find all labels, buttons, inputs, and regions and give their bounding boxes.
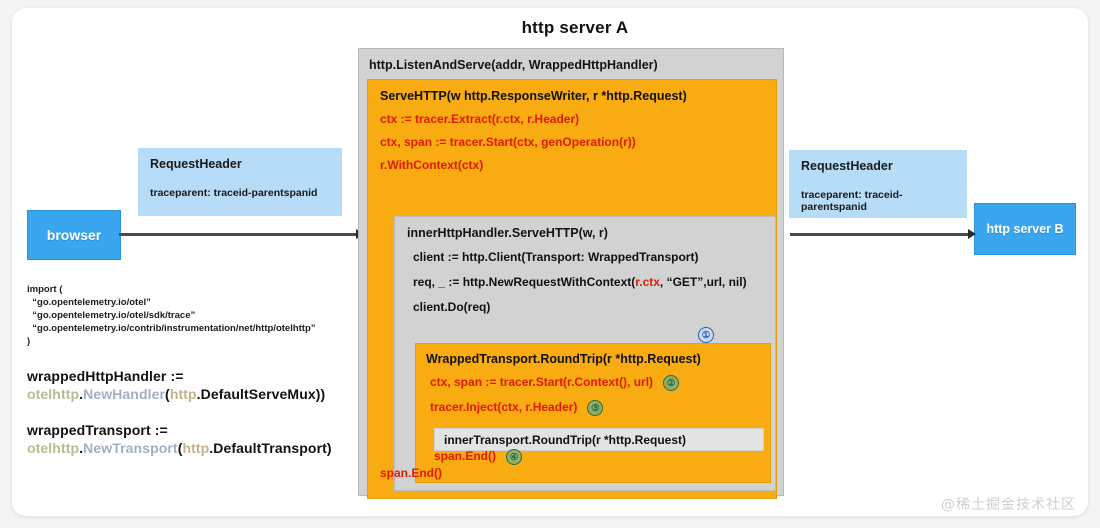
marker-1-icon: ①: [698, 327, 714, 343]
transport-arg-name: DefaultTransport: [213, 440, 327, 456]
handler-arg-pkg: http: [169, 386, 197, 402]
import-line-1: “go.opentelemetry.io/otel”: [27, 297, 151, 308]
transport-pkg-token: otelhttp: [27, 440, 80, 456]
wrapped-transport-call: otelhttp.NewTransport(http.DefaultTransp…: [27, 440, 357, 456]
inner-handler-line-client: client := http.Client(Transport: Wrapped…: [413, 250, 699, 264]
newrequest-prefix: req, _ := http.NewRequestWithContext(: [413, 275, 636, 289]
import-line-2: “go.opentelemetry.io/otel/sdk/trace”: [27, 310, 196, 321]
listen-and-serve-label: http.ListenAndServe(addr, WrappedHttpHan…: [369, 58, 658, 72]
marker-4-icon: ④: [506, 449, 522, 465]
transport-dot1: .: [79, 440, 84, 456]
wrapped-transport-span-end-text: span.End(): [434, 449, 496, 464]
wrapped-transport-label: WrappedTransport.RoundTrip(r *http.Reque…: [426, 352, 701, 366]
handler-close-paren: )): [315, 386, 326, 402]
wrapped-transport-line-inject: tracer.Inject(ctx, r.Header) ③: [426, 400, 762, 416]
arrow-head-icon-2: [968, 229, 976, 239]
wrapped-transport-inject-text: tracer.Inject(ctx, r.Header): [430, 400, 578, 415]
transport-close-paren: ): [326, 440, 332, 456]
handler-open-paren: (: [165, 386, 170, 402]
inner-transport-label: innerTransport.RoundTrip(r *http.Request…: [444, 432, 686, 447]
request-header-traceparent-2: traceparent: traceid-parentspanid: [801, 189, 903, 213]
marker-3-icon: ③: [587, 400, 604, 416]
code-panel: import ( “go.opentelemetry.io/otel” “go.…: [27, 283, 357, 456]
node-browser[interactable]: browser: [27, 210, 121, 260]
wrapped-http-handler-name: wrappedHttpHandler :=: [27, 368, 184, 384]
page-title: http server A: [521, 18, 629, 37]
serve-http-line-extract: ctx := tracer.Extract(r.ctx, r.Header): [380, 112, 580, 126]
transport-dot2: .: [209, 440, 214, 456]
request-header-traceparent-1: traceparent: traceid-parentspanid: [150, 187, 318, 199]
inner-transport-box: innerTransport.RoundTrip(r *http.Request…: [434, 428, 764, 451]
node-http-server-b-label: http server B: [986, 222, 1064, 236]
serve-http-label: ServeHTTP(w http.ResponseWriter, r *http…: [380, 89, 687, 103]
serve-http-line-start: ctx, span := tracer.Start(ctx, genOperat…: [380, 135, 636, 149]
request-header-title-1: RequestHeader: [150, 157, 242, 171]
wrapped-transport-line-start: ctx, span := tracer.Start(r.Context(), u…: [426, 375, 762, 391]
wrapped-transport-box: WrappedTransport.RoundTrip(r *http.Reque…: [415, 343, 771, 483]
handler-dot2: .: [196, 386, 201, 402]
node-browser-label: browser: [46, 227, 102, 243]
request-header-box-1: RequestHeader traceparent: traceid-paren…: [138, 148, 342, 216]
import-line-3: “go.opentelemetry.io/contrib/instrumenta…: [27, 323, 316, 334]
newrequest-suffix: , “GET”,url, nil): [659, 275, 747, 289]
wrapped-transport-span-end: span.End() ④: [430, 449, 522, 465]
listen-and-serve-box: http.ListenAndServe(addr, WrappedHttpHan…: [358, 48, 784, 499]
wrapped-transport-name: wrappedTransport :=: [27, 422, 168, 438]
serve-http-box: ServeHTTP(w http.ResponseWriter, r *http…: [367, 79, 777, 499]
import-line-0: import (: [27, 284, 63, 295]
inner-handler-line-newrequest: req, _ := http.NewRequestWithContext(r.c…: [407, 275, 769, 289]
node-http-server-b[interactable]: http server B: [974, 203, 1076, 255]
wrapped-transport-start-text: ctx, span := tracer.Start(r.Context(), u…: [430, 375, 654, 390]
watermark: @稀土掘金技术社区: [941, 497, 1076, 513]
arrow-browser-to-server-a: [119, 233, 359, 236]
import-line-4: ): [27, 336, 31, 347]
inner-http-handler-label: innerHttpHandler.ServeHTTP(w, r): [407, 226, 608, 240]
wrapped-transport-decl: wrappedTransport := otelhttp.NewTranspor…: [27, 422, 357, 456]
newrequest-ctx-token: r.ctx: [635, 275, 660, 289]
wrapped-http-handler-decl: wrappedHttpHandler := otelhttp.NewHandle…: [27, 368, 357, 402]
wrapped-http-handler-call: otelhttp.NewHandler(http.DefaultServeMux…: [27, 386, 357, 402]
serve-http-line-withcontext: r.WithContext(ctx): [380, 158, 484, 172]
handler-arg-name: DefaultServeMux: [200, 386, 316, 402]
serve-http-span-end: span.End(): [380, 466, 442, 480]
request-header-title-2: RequestHeader: [801, 159, 893, 173]
handler-dot1: .: [79, 386, 84, 402]
transport-arg-pkg: http: [182, 440, 210, 456]
transport-fn-token: NewTransport: [83, 440, 178, 456]
inner-http-handler-box: innerHttpHandler.ServeHTTP(w, r) client …: [394, 216, 776, 491]
transport-open-paren: (: [177, 440, 183, 456]
inner-handler-line-do: client.Do(req): [413, 300, 491, 314]
request-header-box-2: RequestHeader traceparent: traceid-paren…: [789, 150, 967, 218]
handler-fn-token: NewHandler: [83, 386, 166, 402]
handler-pkg-token: otelhttp: [27, 386, 80, 402]
marker-2-icon: ②: [663, 375, 680, 391]
arrow-server-a-to-server-b: [790, 233, 972, 236]
